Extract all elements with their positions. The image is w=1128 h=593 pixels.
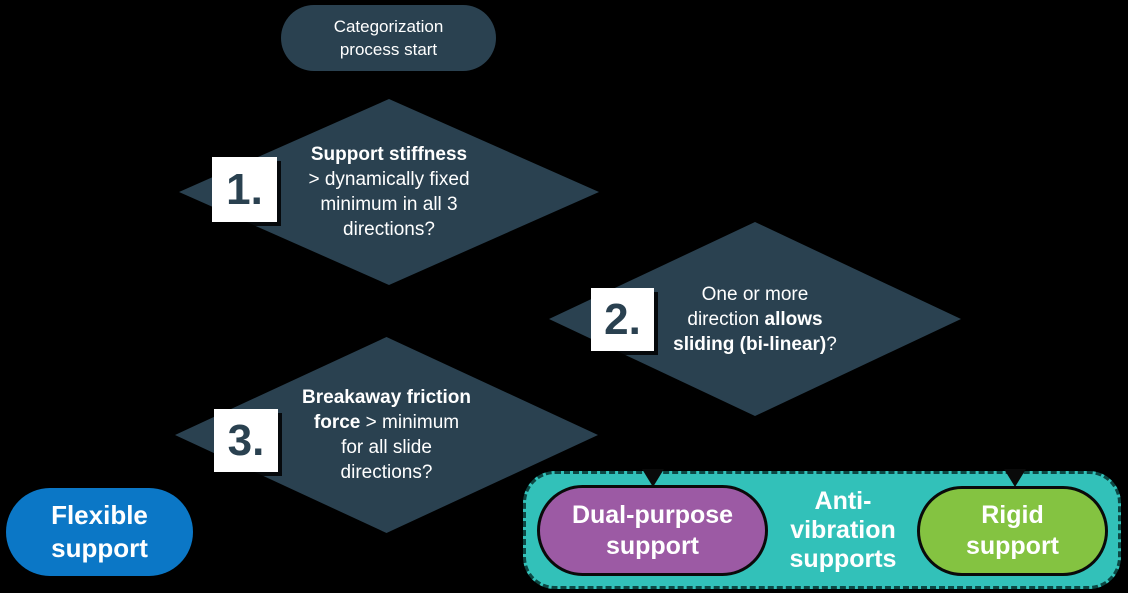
decision-1-number-badge: 1.: [212, 157, 277, 222]
flexible-support-label-line-1: Flexible: [51, 500, 148, 530]
group-label-line-3: supports: [789, 545, 897, 573]
start-label-line-2: process start: [339, 40, 438, 59]
start-node: Categorization process start: [281, 5, 496, 71]
arrow-down-icon: [642, 469, 664, 487]
dual-purpose-label-line-2: support: [605, 531, 700, 560]
decision-1-label: Support stiffness > dynamically fixed mi…: [308, 144, 470, 240]
arrow-down-icon: [1004, 469, 1026, 487]
flexible-support-label-line-2: support: [51, 533, 148, 563]
start-label-line-1: Categorization: [333, 17, 444, 36]
decision-2-number-badge: 2.: [591, 288, 654, 351]
group-label-line-2: vibration: [790, 516, 896, 544]
decision-3-label: Breakaway friction force > minimum for a…: [302, 387, 471, 483]
dual-purpose-support-node: Dual-purpose support: [537, 485, 768, 576]
decision-3-number-badge: 3.: [214, 409, 278, 472]
flexible-support-node: Flexible support: [6, 488, 193, 576]
rigid-support-node: Rigid support: [917, 486, 1108, 576]
group-label-line-1: Anti-: [814, 487, 872, 515]
anti-vibration-group-label: Anti- vibration supports: [769, 483, 917, 578]
dual-purpose-label-line-1: Dual-purpose: [571, 500, 734, 529]
rigid-support-label-line-2: support: [965, 532, 1060, 560]
decision-2-label: One or more direction allows sliding (bi…: [673, 283, 837, 355]
rigid-support-label-line-1: Rigid: [981, 501, 1044, 529]
